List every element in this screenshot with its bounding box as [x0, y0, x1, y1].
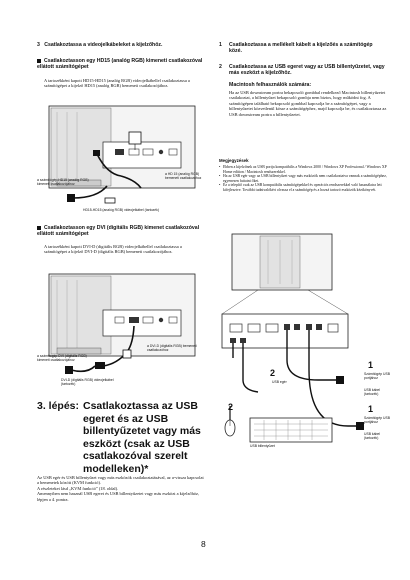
- hd15-heading: Csatlakoztasson egy HD15 (analóg RGB) ki…: [37, 58, 203, 71]
- dvi-heading-text: Csatlakoztasson egy DVI (digitális RGB) …: [37, 225, 200, 238]
- usb-figure: 2 2 1 1 USB egér USB billentyűzet Számít…: [218, 230, 393, 455]
- usb-callout-2: 2: [270, 368, 276, 378]
- hd15-label-bottom: HD15-HD15 (analóg RGB) videojelkábel (ta…: [83, 208, 159, 212]
- right-item1: 1 Csatlakoztassa a mellékelt kábelt a ki…: [219, 42, 385, 55]
- notes-title: Megjegyzések: [219, 158, 249, 163]
- dvi-body: A tartozékként kapott DVI-D (digitális R…: [44, 244, 182, 255]
- usb-label-r3: Számítógép USB portjához: [364, 416, 391, 424]
- dvi-figure: a számítógép DVI (digitális RGB) kimenet…: [37, 270, 207, 392]
- usb-callout-1a: 1: [368, 360, 374, 370]
- usb-callout-1b: 1: [368, 404, 374, 414]
- hd15-body: A tartozékként kapott HD15-HD15 (analóg …: [44, 78, 190, 89]
- right-item2-text: Csatlakoztassa az USB egeret vagy az USB…: [229, 64, 385, 77]
- note-item: Ez a telepítő csak az USB kompatibilis s…: [219, 183, 387, 192]
- dvi-label-bottom: DVI-D (digitális RGB) videojelkábel (tar…: [61, 378, 114, 386]
- dvi-label-left: a számítógép DVI (digitális RGB) kimenet…: [37, 354, 87, 362]
- hd15-label-right: a HD 15 (analóg RGB) bemeneti csatlakozó…: [165, 172, 202, 180]
- step3-intro-num: 3: [37, 42, 40, 48]
- dvi-monitor-illustration: [48, 273, 196, 374]
- step3-usb-body1: Az USB egér és USB billentyűzet vagy más…: [37, 475, 204, 486]
- usb-label-r2: USB kábel (tartozék): [364, 388, 381, 396]
- step3-usb-body: Az USB egér és USB billentyűzet vagy más…: [37, 475, 205, 502]
- step3-usb-heading: 3. lépés: Csatlakoztassa az USB egeret é…: [37, 400, 207, 475]
- hd15-heading-text: Csatlakoztasson egy HD15 (analóg RGB) ki…: [37, 58, 203, 71]
- usb-label-r1: Számítógép USB portjához: [364, 372, 391, 380]
- step3-usb-body3: Amennyiben nem használ USB egeret és USB…: [37, 491, 200, 502]
- step3-intro-text: Csatlakoztassa a videojelkábeleket a kij…: [44, 42, 163, 48]
- usb-callout-2b: 2: [228, 402, 234, 412]
- dvi-label-right: a DVI-D (digitális RGB) bemeneti csatlak…: [147, 344, 197, 352]
- right-item1-text: Csatlakoztassa a mellékelt kábelt a kije…: [229, 42, 373, 55]
- step3-usb-body2: A részleteket lásd „KVM funkció” (18. ol…: [37, 485, 119, 491]
- hd15-figure: a számítógép HD15 (analóg RGB) kimeneti …: [37, 102, 207, 224]
- footnote-asterisk: *: [144, 462, 149, 475]
- page-number: 8: [201, 539, 206, 549]
- usb-label-r4: USB kábel (tartozék): [364, 432, 381, 440]
- step3-intro: 3 Csatlakoztassa a videojelkábeleket a k…: [37, 42, 205, 48]
- mac-body: Ha az USB downstream portra bekapcsoló g…: [229, 90, 387, 117]
- hd15-label-left: a számítógép HD15 (analóg RGB) kimeneti …: [37, 178, 89, 186]
- note-item: Ha az USB egér vagy az USB billentyűzet …: [219, 174, 387, 183]
- mac-title: Macintosh felhasználók számára:: [229, 82, 312, 88]
- usb-label-mouse: USB egér: [272, 380, 287, 384]
- dvi-heading: Csatlakoztasson egy DVI (digitális RGB) …: [37, 225, 203, 238]
- hd15-monitor-illustration: [48, 105, 196, 204]
- right-item2-num: 2: [219, 64, 222, 70]
- bullet-square-icon: [37, 225, 41, 230]
- right-item1-num: 1: [219, 42, 222, 48]
- usb-connection-illustration: [221, 233, 364, 443]
- notes-list: Ebben a kijelzőnek az USB portja kompati…: [219, 165, 387, 193]
- usb-label-keyboard: USB billentyűzet: [250, 444, 275, 448]
- right-item2: 2 Csatlakoztassa az USB egeret vagy az U…: [219, 64, 385, 77]
- step3-usb-prefix: 3. lépés:: [37, 400, 80, 412]
- note-item: Ebben a kijelzőnek az USB portja kompati…: [219, 165, 387, 174]
- bullet-square-icon: [37, 58, 41, 63]
- step3-usb-title: Csatlakoztassa az USB egeret és az USB b…: [83, 400, 201, 475]
